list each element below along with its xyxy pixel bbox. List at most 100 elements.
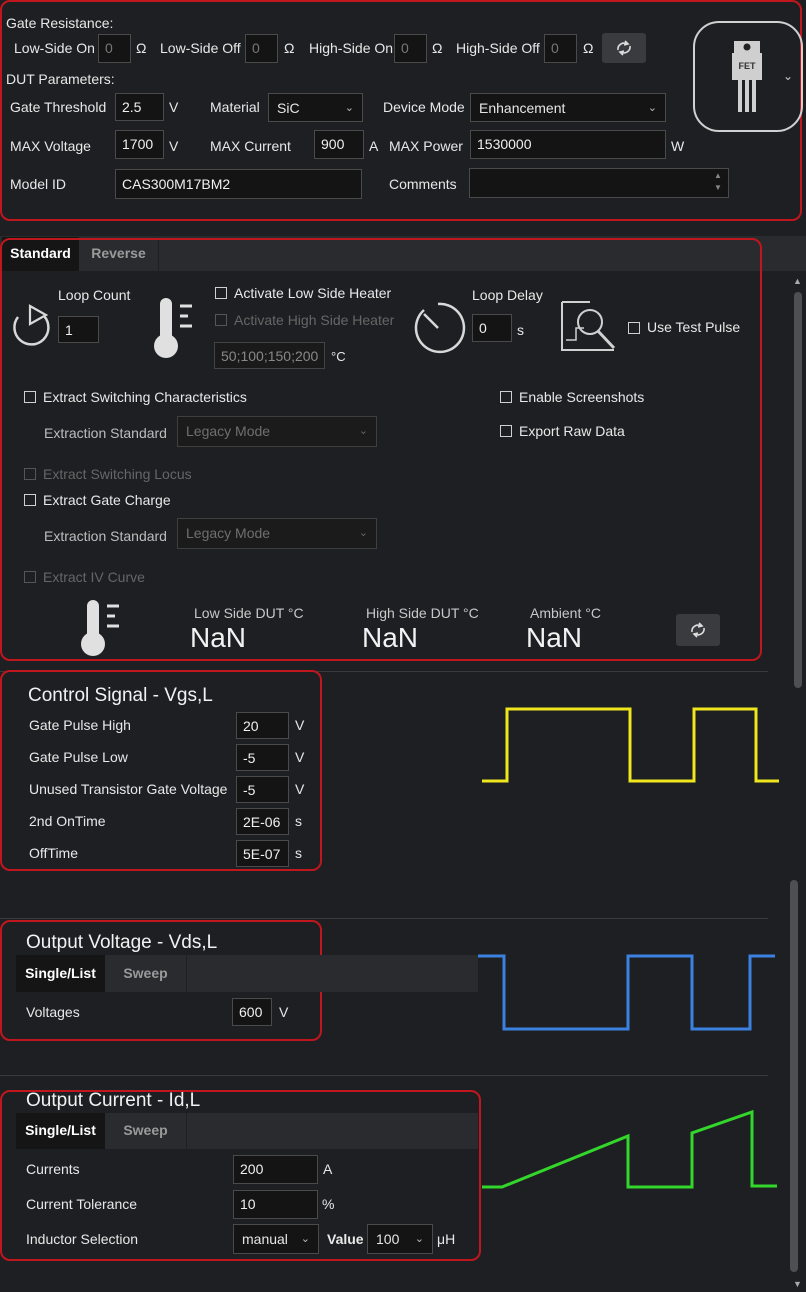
extract-switching-checkbox[interactable] xyxy=(24,391,36,403)
output-current-frame xyxy=(0,1090,481,1261)
gate-pulse-high-unit: V xyxy=(295,717,305,733)
low-side-on-input[interactable]: 0 xyxy=(98,34,131,63)
unused-gate-voltage-input[interactable]: -5 xyxy=(236,776,289,803)
extract-iv-checkbox[interactable] xyxy=(24,571,36,583)
high-side-off-input[interactable]: 0 xyxy=(544,34,577,63)
comments-textarea[interactable] xyxy=(469,168,729,198)
output-voltage-title: Output Voltage - Vds,L xyxy=(26,932,218,953)
use-test-pulse-checkbox[interactable] xyxy=(628,322,640,334)
max-current-unit: A xyxy=(369,138,379,154)
extraction-standard2-select[interactable]: Legacy Mode ⌄ xyxy=(177,518,377,549)
ambient-temp-value: NaN xyxy=(526,622,583,653)
temperature-refresh-button[interactable] xyxy=(676,614,720,646)
max-voltage-input[interactable]: 1700 xyxy=(115,130,164,159)
inductor-selection-value: manual xyxy=(242,1231,288,1247)
material-label: Material xyxy=(210,99,260,115)
gate-pulse-high-input[interactable]: 20 xyxy=(236,712,289,739)
low-side-off-input[interactable]: 0 xyxy=(245,34,278,63)
extract-locus-label: Extract Switching Locus xyxy=(43,466,192,482)
loop-count-input[interactable]: 1 xyxy=(58,316,99,343)
heater-temps-input[interactable]: 50;100;150;200 xyxy=(214,342,325,369)
voltages-label: Voltages xyxy=(26,1004,80,1020)
comments-scroll-icon[interactable]: ▲▼ xyxy=(714,171,722,192)
scrollbar-thumb-lower[interactable] xyxy=(790,880,798,1272)
heater-temps-unit: °C xyxy=(331,349,346,364)
separator xyxy=(0,671,768,672)
offtime-label: OffTime xyxy=(29,845,79,861)
loop-delay-label: Loop Delay xyxy=(472,287,543,303)
output-voltage-waveform xyxy=(478,954,775,1031)
scroll-down-icon[interactable]: ▼ xyxy=(793,1279,802,1289)
scroll-up-icon[interactable]: ▲ xyxy=(793,276,802,286)
gate-pulse-high-label: Gate Pulse High xyxy=(29,717,131,733)
fet-icon xyxy=(732,41,762,112)
scrollbar-thumb-upper[interactable] xyxy=(794,292,802,688)
max-current-label: MAX Current xyxy=(210,138,291,154)
low-side-heater-label: Activate Low Side Heater xyxy=(234,285,392,301)
tab-voltage-single-list[interactable]: Single/List xyxy=(16,955,105,992)
max-power-input[interactable]: 1530000 xyxy=(470,130,666,159)
offtime-input[interactable]: 5E-07 xyxy=(236,840,289,867)
low-side-heater-checkbox[interactable] xyxy=(215,287,227,299)
chevron-down-icon: ⌄ xyxy=(358,527,368,539)
high-side-on-input[interactable]: 0 xyxy=(394,34,427,63)
tab-standard[interactable]: Standard xyxy=(2,237,79,271)
max-current-input[interactable]: 900 xyxy=(314,130,364,159)
second-ontime-input[interactable]: 2E-06 xyxy=(236,808,289,835)
tab-current-sweep[interactable]: Sweep xyxy=(105,1113,187,1149)
gate-pulse-low-input[interactable]: -5 xyxy=(236,744,289,771)
model-id-input[interactable]: CAS300M17BM2 xyxy=(115,169,362,199)
chevron-down-icon: ⌄ xyxy=(647,102,657,114)
comments-label: Comments xyxy=(389,176,457,192)
low-dut-temp-value: NaN xyxy=(190,622,247,653)
output-current-title: Output Current - Id,L xyxy=(26,1090,201,1111)
extract-gate-charge-checkbox[interactable] xyxy=(24,494,36,506)
gate-threshold-input[interactable]: 2.5 xyxy=(115,93,164,121)
device-image-selector[interactable]: FET ⌄ xyxy=(693,21,803,132)
chevron-down-icon: ⌄ xyxy=(414,1233,424,1245)
current-tolerance-input[interactable]: 10 xyxy=(233,1190,318,1219)
currents-input[interactable]: 200 xyxy=(233,1155,318,1184)
inductor-selection-select[interactable]: manual ⌄ xyxy=(233,1224,319,1254)
inductor-value-value: 100 xyxy=(376,1231,400,1247)
tab-reverse[interactable]: Reverse xyxy=(79,237,159,271)
id-waveform-line xyxy=(482,1109,777,1189)
voltages-input[interactable]: 600 xyxy=(232,998,272,1026)
high-side-on-label: High-Side On xyxy=(309,40,394,56)
tab-current-single-list[interactable]: Single/List xyxy=(16,1113,105,1149)
offtime-unit: s xyxy=(295,845,302,861)
max-voltage-label: MAX Voltage xyxy=(10,138,91,154)
loop-delay-input[interactable]: 0 xyxy=(472,314,512,342)
gate-pulse-low-label: Gate Pulse Low xyxy=(29,749,128,765)
model-id-label: Model ID xyxy=(10,176,67,192)
chevron-down-icon: ⌄ xyxy=(344,102,354,114)
loop-count-label: Loop Count xyxy=(58,287,131,303)
gate-resistance-refresh-button[interactable] xyxy=(602,33,646,63)
export-raw-data-checkbox[interactable] xyxy=(500,425,512,437)
unused-gate-voltage-label: Unused Transistor Gate Voltage xyxy=(29,781,228,797)
max-voltage-unit: V xyxy=(169,138,179,154)
standard-reverse-tabbar xyxy=(0,236,806,271)
chevron-down-icon: ⌄ xyxy=(358,425,368,437)
extract-locus-checkbox[interactable] xyxy=(24,468,36,480)
chevron-down-icon: ⌄ xyxy=(783,69,794,83)
loop-delay-unit: s xyxy=(517,322,524,338)
second-ontime-label: 2nd OnTime xyxy=(29,813,106,829)
enable-screenshots-checkbox[interactable] xyxy=(500,391,512,403)
second-ontime-unit: s xyxy=(295,813,302,829)
export-raw-data-label: Export Raw Data xyxy=(519,423,625,439)
unused-gate-voltage-unit: V xyxy=(295,781,305,797)
high-side-on-unit: Ω xyxy=(432,40,443,56)
device-mode-select[interactable]: Enhancement ⌄ xyxy=(470,93,666,122)
control-signal-title: Control Signal - Vgs,L xyxy=(28,685,213,706)
control-signal-waveform xyxy=(482,707,779,783)
extraction-standard-select[interactable]: Legacy Mode ⌄ xyxy=(177,416,377,447)
voltages-unit: V xyxy=(279,1004,289,1020)
low-side-off-label: Low-Side Off xyxy=(160,40,241,56)
tab-voltage-sweep[interactable]: Sweep xyxy=(105,955,187,992)
material-select[interactable]: SiC ⌄ xyxy=(268,93,363,122)
high-side-heater-checkbox[interactable] xyxy=(215,314,227,326)
device-mode-value: Enhancement xyxy=(479,100,566,116)
gate-pulse-low-unit: V xyxy=(295,749,305,765)
inductor-value-select[interactable]: 100 ⌄ xyxy=(367,1224,433,1254)
